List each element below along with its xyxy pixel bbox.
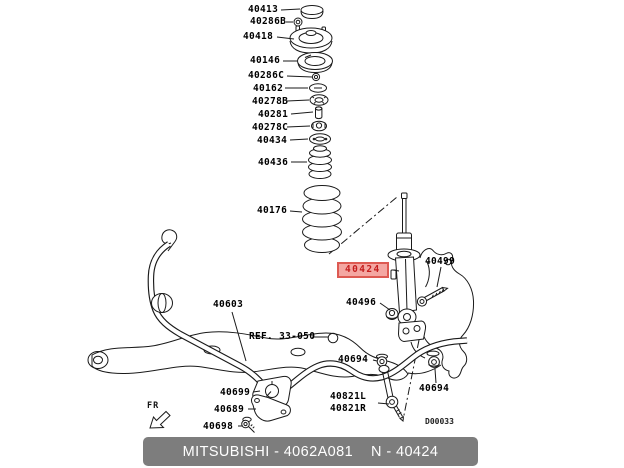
- part-label-40436[interactable]: 40436: [258, 157, 289, 168]
- footer-part-bar: MITSUBISHI - 4062A081 N - 40424: [143, 437, 478, 466]
- fr-arrow-icon: [149, 410, 171, 429]
- part-label-40821l[interactable]: 40821L: [330, 391, 367, 402]
- part-label-40278b[interactable]: 40278B: [252, 96, 289, 107]
- part-label-40434[interactable]: 40434: [257, 135, 288, 146]
- part-label-40699[interactable]: 40699: [220, 387, 251, 398]
- bump-stopper-40436-drawing: [308, 145, 332, 179]
- part-label-40286c[interactable]: 40286C: [248, 70, 285, 81]
- part-label-40496[interactable]: 40496: [346, 297, 377, 308]
- part-label-40176[interactable]: 40176: [257, 205, 288, 216]
- assembly-centerlines: [328, 196, 420, 421]
- bearing-40278b-drawing: [309, 94, 329, 106]
- coil-spring-40176-drawing: [302, 185, 342, 253]
- bolt-40698-drawing: [241, 416, 255, 433]
- part-label-40821r[interactable]: 40821R: [330, 403, 367, 414]
- part-label-40698[interactable]: 40698: [203, 421, 234, 432]
- shock-absorber-40424-drawing: [387, 192, 427, 343]
- strut-mount-40418-drawing: [289, 25, 333, 54]
- part-label-ref33050[interactable]: REF. 33-050: [249, 331, 316, 342]
- part-label-40694[interactable]: 40694: [338, 354, 369, 365]
- part-label-40281[interactable]: 40281: [258, 109, 289, 120]
- part-label-40694-2[interactable]: 40694: [419, 383, 450, 394]
- part-label-40689[interactable]: 40689: [214, 404, 245, 415]
- part-label-40278c[interactable]: 40278C: [252, 122, 289, 133]
- leader-lines: [231, 8, 442, 427]
- part-label-40603[interactable]: 40603: [213, 299, 244, 310]
- nut-40286c-drawing: [311, 72, 321, 82]
- fr-direction-label: FR: [147, 401, 160, 411]
- spring-seat-40146-drawing: [297, 52, 333, 74]
- part-label-40413[interactable]: 40413: [248, 4, 279, 15]
- cap-40413-drawing: [300, 5, 324, 20]
- footer-ref-number: N - 40424: [371, 443, 439, 460]
- bolt-40499-drawing: [416, 286, 449, 307]
- nut-40286b-drawing: [293, 17, 303, 27]
- footer-brand-part: MITSUBISHI - 4062A081: [182, 443, 354, 460]
- bracket-40689-drawing: [251, 394, 291, 422]
- bar-end-hook: [161, 229, 178, 252]
- nut-40496-drawing: [385, 308, 399, 320]
- part-label-40499[interactable]: 40499: [425, 256, 456, 267]
- part-label-40286b[interactable]: 40286B: [250, 16, 287, 27]
- part-label-40162[interactable]: 40162: [253, 83, 284, 94]
- part-label-40418[interactable]: 40418: [243, 31, 274, 42]
- nut-40278c-drawing: [311, 120, 327, 132]
- stabilizer-link-40821-drawing: [376, 353, 404, 422]
- part-label-40146[interactable]: 40146: [250, 55, 281, 66]
- part-label-40424[interactable]: 40424: [337, 262, 389, 278]
- spacer-40281-drawing: [315, 106, 323, 120]
- part-label-d00033: D00033: [425, 417, 454, 426]
- spring-pad-40434-drawing: [309, 133, 331, 145]
- nut-40694-right-drawing: [426, 350, 440, 368]
- washer-40162-drawing: [309, 83, 327, 93]
